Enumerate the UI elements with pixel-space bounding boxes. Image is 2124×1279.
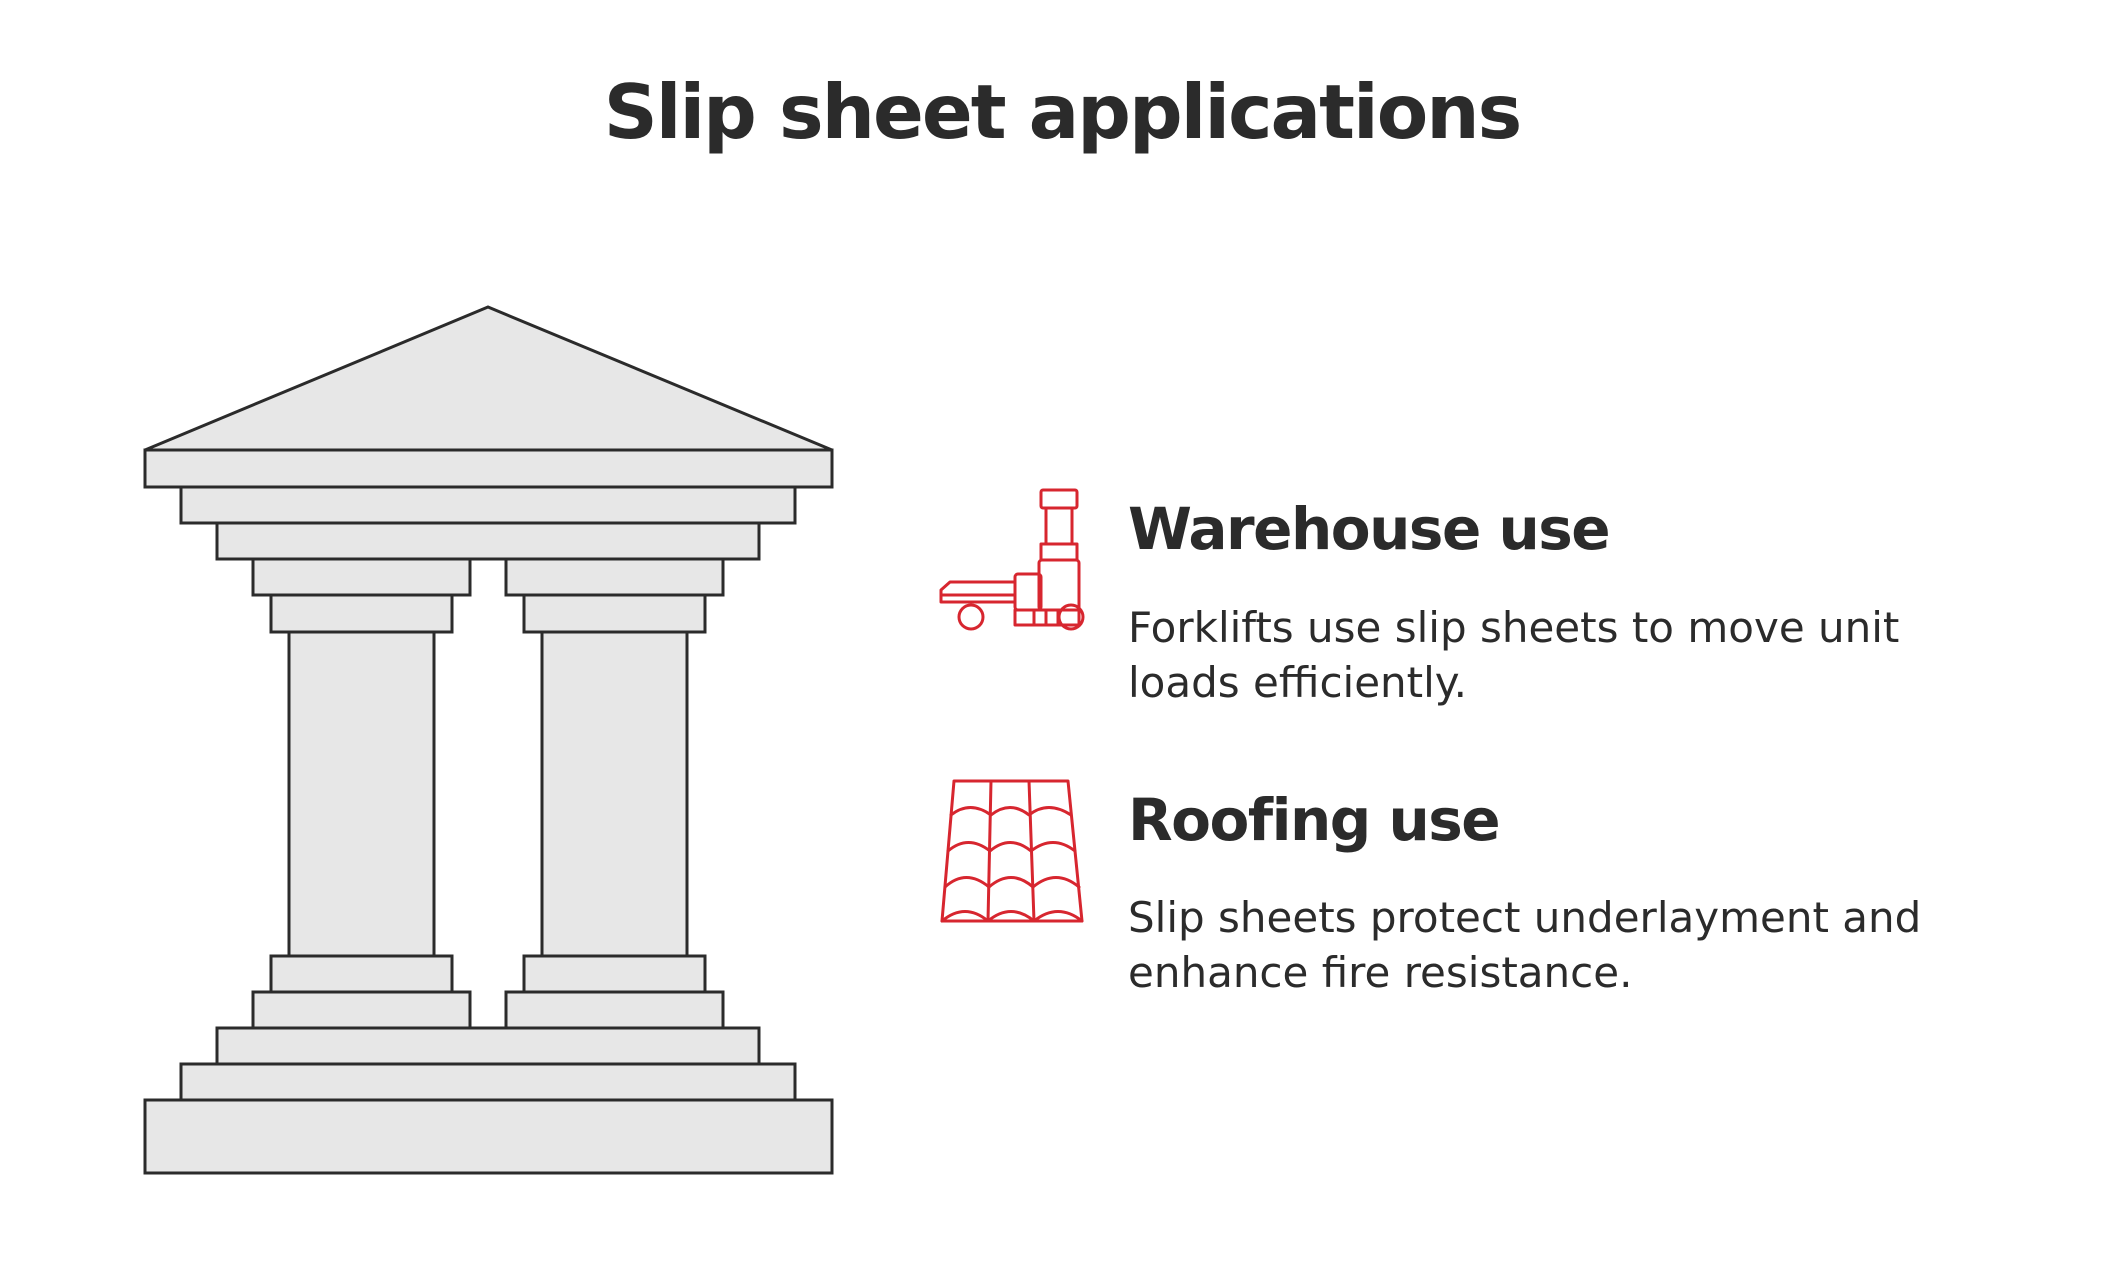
right-column-shaft <box>540 630 689 958</box>
roof-tiles-icon <box>940 779 1084 923</box>
page-title: Slip sheet applications <box>603 68 1523 156</box>
temple-step-bottom <box>143 1098 834 1175</box>
temple-step-middle <box>179 1062 797 1102</box>
forklift-icon <box>939 488 1085 631</box>
roofing-use-heading: Roofing use <box>1128 786 1501 854</box>
left-column-base-top <box>269 954 454 994</box>
temple-step-top <box>215 1026 761 1066</box>
left-column-shaft <box>287 630 436 958</box>
left-column-capital-top <box>251 557 472 597</box>
warehouse-use-description: Forklifts use slip sheets to move unit l… <box>1128 603 1900 707</box>
right-column-capital-top <box>504 557 725 597</box>
right-column-base-top <box>522 954 707 994</box>
right-column-capital-bottom <box>522 593 707 634</box>
temple-entablature-middle <box>179 485 797 525</box>
temple-entablature-top <box>143 448 834 489</box>
left-column-base-bottom <box>251 990 472 1030</box>
temple-roof <box>144 305 833 452</box>
warehouse-use-heading: Warehouse use <box>1128 495 1611 563</box>
right-column-base-bottom <box>504 990 725 1030</box>
roofing-use-description: Slip sheets protect underlayment and enh… <box>1128 893 1922 997</box>
temple-entablature-bottom <box>215 521 761 561</box>
left-column-capital-bottom <box>269 593 454 634</box>
temple-pillars-illustration <box>143 305 834 1175</box>
